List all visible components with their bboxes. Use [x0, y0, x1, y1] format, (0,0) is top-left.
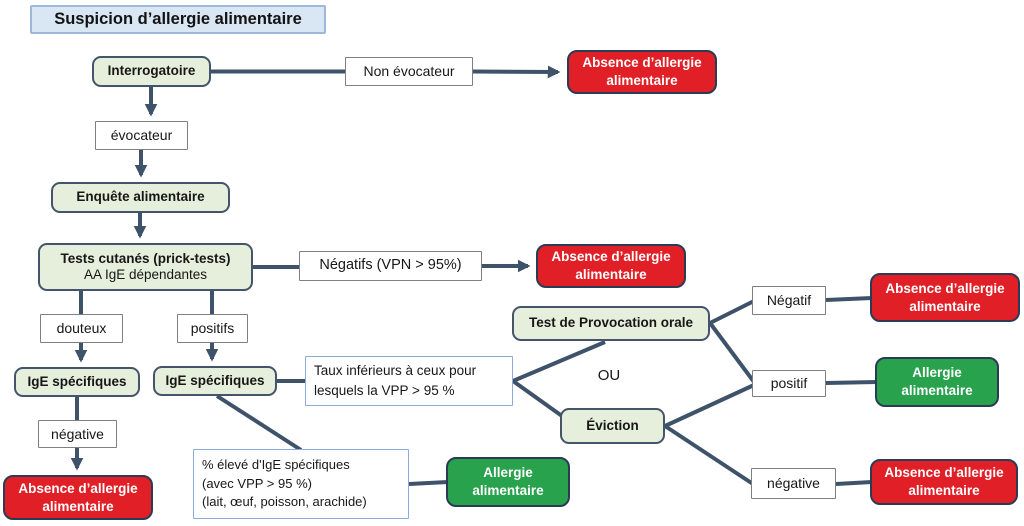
node-pct-eleve-ige: % élevé d'IgE spécifiques (avec VPP > 95…	[193, 449, 409, 519]
outcome-allergie-positif: Allergie alimentaire	[875, 357, 999, 407]
connector-negatif-absence	[825, 296, 873, 302]
node-positifs: positifs	[177, 314, 248, 343]
connector-pct-allergie	[408, 480, 449, 486]
node-eviction: Éviction	[560, 408, 665, 444]
node-douteux: douteux	[40, 314, 123, 343]
node-negative-droite: négative	[751, 468, 836, 499]
node-negatifs-vpn: Négatifs (VPN > 95%)	[299, 251, 482, 281]
outcome-absence-top: Absence d’allergie alimentaire	[567, 50, 717, 94]
node-negatif: Négatif	[752, 286, 826, 315]
pct-line1: % élevé d'IgE spécifiques	[202, 456, 350, 472]
node-taux-inferieurs: Taux inférieurs à ceux pour lesquels la …	[305, 356, 513, 406]
connector-tpo-positif	[708, 321, 756, 384]
outcome-absence-eviction-negative: Absence d’allergie alimentaire	[870, 459, 1018, 505]
outcome-allergie-pct: Allergie alimentaire	[446, 457, 570, 507]
pct-line2: (avec VPP > 95 %)	[202, 475, 312, 491]
taux-line1: Taux inférieurs à ceux pour	[314, 363, 477, 379]
pct-line3: (lait, œuf, poisson, arachide)	[202, 494, 367, 510]
node-test-provocation-orale: Test de Provocation orale	[512, 306, 710, 341]
arrow-nonevocateur-absence	[472, 65, 561, 79]
connector-eviction-negative	[663, 424, 755, 486]
connector-taux-eviction	[511, 379, 564, 418]
connector-tpo-negatif	[709, 299, 755, 325]
page-title: Suspicion d’allergie alimentaire	[30, 5, 326, 34]
tests-cutanes-line1: Tests cutanés (prick-tests)	[60, 250, 231, 266]
outcome-absence-mid: Absence d’allergie alimentaire	[536, 244, 686, 288]
outcome-absence-ige-negative: Absence d’allergie alimentaire	[3, 475, 153, 520]
node-interrogatoire: Interrogatoire	[92, 56, 211, 87]
taux-line2: lesquels la VPP > 95 %	[314, 383, 455, 398]
outcome-absence-tpo-negatif: Absence d’allergie alimentaire	[870, 273, 1020, 322]
connector-positif-allergie	[825, 380, 878, 385]
label-ou: OU	[597, 367, 621, 384]
node-tests-cutanes: Tests cutanés (prick-tests) AA IgE dépen…	[38, 243, 253, 291]
connector-taux-tpo	[512, 340, 606, 383]
node-negative-gauche: négative	[38, 420, 117, 448]
connector-negative-absence	[835, 480, 873, 486]
node-ige-specifiques-droite: IgE spécifiques	[153, 366, 277, 396]
node-positif: positif	[752, 370, 826, 397]
node-ige-specifiques-gauche: IgE spécifiques	[14, 367, 140, 397]
node-evocateur: évocateur	[95, 121, 188, 150]
tests-cutanes-line2: AA IgE dépendantes	[83, 267, 208, 282]
connector-eviction-positif	[664, 383, 755, 428]
node-enquete-alimentaire: Enquête alimentaire	[51, 182, 230, 213]
connector-ige-pct	[215, 394, 303, 452]
node-non-evocateur: Non évocateur	[345, 57, 473, 86]
